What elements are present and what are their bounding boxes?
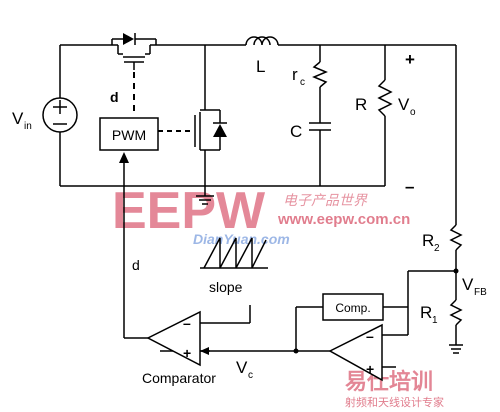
vc-label: V	[236, 358, 248, 377]
r2-label: R	[422, 231, 434, 250]
vin-label-sub: in	[24, 121, 32, 132]
cap-label: C	[290, 122, 302, 141]
slope-label: slope	[209, 279, 243, 295]
vo-label: V	[398, 95, 410, 114]
r2-label-sub: 2	[434, 243, 440, 254]
inductor-label: L	[256, 57, 265, 76]
vfb-label-sub: FB	[474, 287, 487, 298]
vin-source	[42, 45, 78, 186]
corner-watermark: 易仕培训 射频和天线设计专家	[345, 369, 444, 409]
slope-sawtooth	[200, 237, 268, 269]
rc-label: r	[292, 65, 298, 84]
d-label-lower: d	[132, 257, 140, 273]
pwm-block	[99, 117, 159, 151]
watermark-dianyuan: DianYuan.com	[193, 231, 290, 247]
watermark-url: www.eepw.com.cn	[277, 211, 410, 228]
eepw-watermark: EEPW 电子产品世界 www.eepw.com.cn DianYuan.com	[112, 182, 410, 247]
r1-label-sub: 1	[432, 315, 438, 326]
pwm-label: PWM	[112, 127, 146, 143]
compensation-loop	[295, 271, 409, 351]
low-side-switch	[194, 45, 227, 186]
watermark-cn-title: 电子产品世界	[283, 193, 368, 209]
error-amp-minus: –	[366, 328, 374, 344]
vo-label-sub: o	[410, 107, 416, 118]
error-amp-plus: +	[366, 361, 374, 377]
load-label: R	[355, 95, 367, 114]
pwm-comparator	[119, 152, 251, 367]
comparator-minus: –	[183, 315, 191, 331]
comp-label: Comp.	[335, 301, 370, 315]
vc-label-sub: c	[248, 370, 253, 381]
r1-label: R	[420, 303, 432, 322]
d-label-upper: d	[110, 89, 119, 105]
vin-label: V	[12, 109, 24, 128]
comparator-label: Comparator	[142, 370, 216, 386]
output-plus: +	[405, 50, 415, 69]
corner-watermark-title: 易仕培训	[345, 369, 433, 394]
inductor	[245, 36, 279, 46]
rc-label-sub: c	[300, 77, 305, 88]
feedback-divider	[408, 45, 463, 354]
ground-symbol	[196, 186, 214, 205]
watermark-brand: EEPW	[112, 182, 266, 240]
comparator-plus: +	[183, 345, 191, 361]
output-minus: –	[405, 177, 414, 196]
high-side-switch	[111, 33, 157, 70]
output-capacitor	[309, 45, 331, 186]
load-resistor	[377, 45, 393, 186]
corner-watermark-subtitle: 射频和天线设计专家	[345, 395, 444, 409]
vfb-label: V	[462, 275, 474, 294]
